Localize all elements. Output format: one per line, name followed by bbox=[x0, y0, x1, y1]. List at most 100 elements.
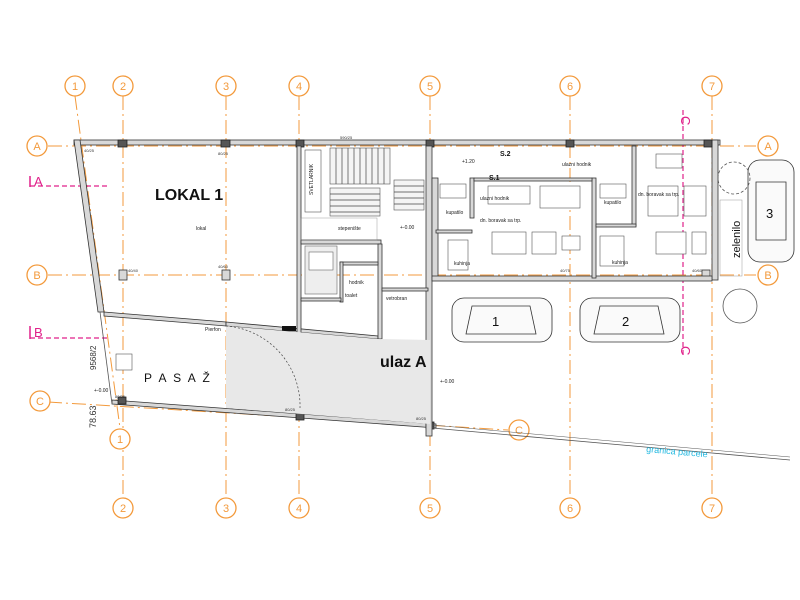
axis-bubble-4-bottom: 4 bbox=[288, 497, 310, 519]
parking-number-3: 3 bbox=[766, 206, 773, 221]
section-label-s1: S.1 bbox=[489, 175, 500, 182]
axis-label: 5 bbox=[427, 81, 433, 93]
axis-bubble-6-top: 6 bbox=[559, 75, 581, 97]
axis-label: 3 bbox=[223, 81, 229, 93]
section-marker-A: A bbox=[29, 174, 110, 189]
axis-bubble-5-top: 5 bbox=[419, 75, 441, 97]
axis-label: 3 bbox=[223, 503, 229, 515]
parking-car-1 bbox=[451, 297, 553, 343]
room-label-ulazni-hodnik-2: ulazni hodnik bbox=[562, 162, 592, 168]
axis-bubble-C-left: C bbox=[29, 390, 51, 412]
axis-bubble-A-right: A bbox=[757, 135, 779, 157]
room-label-dn-boravak-2: dn. boravak sa trp. bbox=[638, 192, 679, 198]
axis-label: 1 bbox=[117, 434, 123, 446]
axis-label: 6 bbox=[567, 503, 573, 515]
axis-bubble-1-bottom: 1 bbox=[109, 428, 131, 450]
dimension-label: 40/40 bbox=[128, 268, 139, 273]
core-walls bbox=[296, 145, 713, 437]
room-label-kuhinja-1: kuhinja bbox=[454, 261, 470, 267]
axis-label: A bbox=[33, 141, 41, 153]
dimension-label: 590/25 bbox=[340, 135, 353, 140]
axis-bubble-3-top: 3 bbox=[215, 75, 237, 97]
axis-label: C bbox=[515, 425, 523, 437]
axis-bubble-6-bottom: 6 bbox=[559, 497, 581, 519]
room-label-zelenilo: zelenilo bbox=[731, 221, 743, 258]
level-mark-zero-2: +-0.00 bbox=[94, 388, 109, 394]
room-title-lokal: LOKAL 1 bbox=[155, 187, 223, 204]
axis-bubble-7-bottom: 7 bbox=[701, 497, 723, 519]
axis-label: 4 bbox=[296, 81, 302, 93]
room-label-toalet: toalet bbox=[345, 293, 358, 299]
dimension-label: 40/25 bbox=[84, 148, 95, 153]
room-label-dn-boravak-1: dn. boravak sa trp. bbox=[480, 218, 521, 224]
axis-bubble-A-left: A bbox=[26, 135, 48, 157]
axis-label: C bbox=[36, 396, 44, 408]
staircase bbox=[300, 147, 425, 295]
axis-label: 4 bbox=[296, 503, 302, 515]
axis-bubble-B-right: B bbox=[757, 264, 779, 286]
axis-label: A bbox=[764, 141, 772, 153]
axis-label: 5 bbox=[427, 503, 433, 515]
section-label: C bbox=[678, 116, 693, 125]
axis-bubble-B-left: B bbox=[26, 264, 48, 286]
axis-label: B bbox=[764, 270, 771, 282]
dimension-label: 40/60 bbox=[692, 268, 703, 273]
axis-label: 7 bbox=[709, 81, 715, 93]
axis-label: 6 bbox=[567, 81, 573, 93]
room-label-lokal: lokal bbox=[196, 226, 206, 232]
label-pierfon: Pierfon bbox=[205, 327, 221, 333]
area-label-pasaz: P A S A Ž bbox=[144, 370, 212, 385]
room-label-svetlarnik: SVETLARNIK bbox=[309, 163, 315, 195]
dimension-label: 80/25 bbox=[416, 416, 427, 421]
section-label-s2: S.2 bbox=[500, 151, 511, 158]
axis-bubble-3-bottom: 3 bbox=[215, 497, 237, 519]
room-label-vetrobran: vetrobran bbox=[386, 296, 407, 302]
level-mark-zero-3: +-0.00 bbox=[440, 379, 455, 385]
axis-label: 1 bbox=[72, 81, 78, 93]
axis-bubble-2-top: 2 bbox=[112, 75, 134, 97]
dimension-label-vertical: 9568/2 bbox=[89, 345, 98, 370]
section-label: B bbox=[34, 325, 43, 340]
axis-bubble-4-top: 4 bbox=[288, 75, 310, 97]
dimension-label: 80/25 bbox=[218, 151, 229, 156]
room-label-kupatilo-1: kupatilo bbox=[446, 210, 463, 216]
room-label-ulazni-hodnik-1: ulazni hodnik bbox=[480, 196, 510, 202]
entrance-area bbox=[225, 325, 430, 424]
axis-label: B bbox=[33, 270, 40, 282]
dimension-label: 80/25 bbox=[115, 394, 126, 399]
green-area bbox=[717, 161, 758, 324]
axis-bubble-C-right: C bbox=[508, 419, 530, 441]
room-label-kuhinja-2: kuhinja bbox=[612, 260, 628, 266]
apartment-furniture bbox=[439, 153, 707, 271]
level-mark-zero-1: +-0.00 bbox=[400, 225, 415, 231]
parcel-boundary: granica parcele bbox=[431, 424, 791, 461]
axis-bubble-7-top: 7 bbox=[701, 75, 723, 97]
parking-number-1: 1 bbox=[492, 314, 499, 329]
area-label-ulaz-a: ulaz A bbox=[380, 354, 427, 371]
dimension-label: 40/60 bbox=[218, 264, 229, 269]
axis-bubble-5-bottom: 5 bbox=[419, 497, 441, 519]
section-label: A bbox=[34, 174, 43, 189]
dimension-label: 80/25 bbox=[285, 407, 296, 412]
level-mark-up: +1.20 bbox=[462, 159, 475, 165]
axis-grid bbox=[47, 95, 756, 494]
room-label-stepeniste: stepenište bbox=[338, 226, 361, 232]
parking-number-2: 2 bbox=[622, 314, 629, 329]
parking-car-2 bbox=[579, 297, 681, 343]
axis-bubble-1-top: 1 bbox=[64, 75, 86, 97]
axis-label: 2 bbox=[120, 503, 126, 515]
axis-label: 7 bbox=[709, 503, 715, 515]
parcel-boundary-label: granica parcele bbox=[646, 444, 708, 459]
room-label-hodnik: hodnik bbox=[349, 280, 364, 286]
dimension-label-vertical: 78.63 bbox=[88, 405, 98, 428]
axis-label: 2 bbox=[120, 81, 126, 93]
section-marker-B: B bbox=[29, 325, 110, 340]
pasaz-left-edge bbox=[99, 311, 133, 405]
pierfon-wall bbox=[282, 326, 296, 331]
light-well bbox=[304, 149, 322, 213]
exterior-walls bbox=[73, 139, 721, 429]
section-label: C bbox=[678, 346, 693, 355]
parking-car-3 bbox=[747, 159, 795, 263]
dimension-label: 40/75 bbox=[560, 268, 571, 273]
